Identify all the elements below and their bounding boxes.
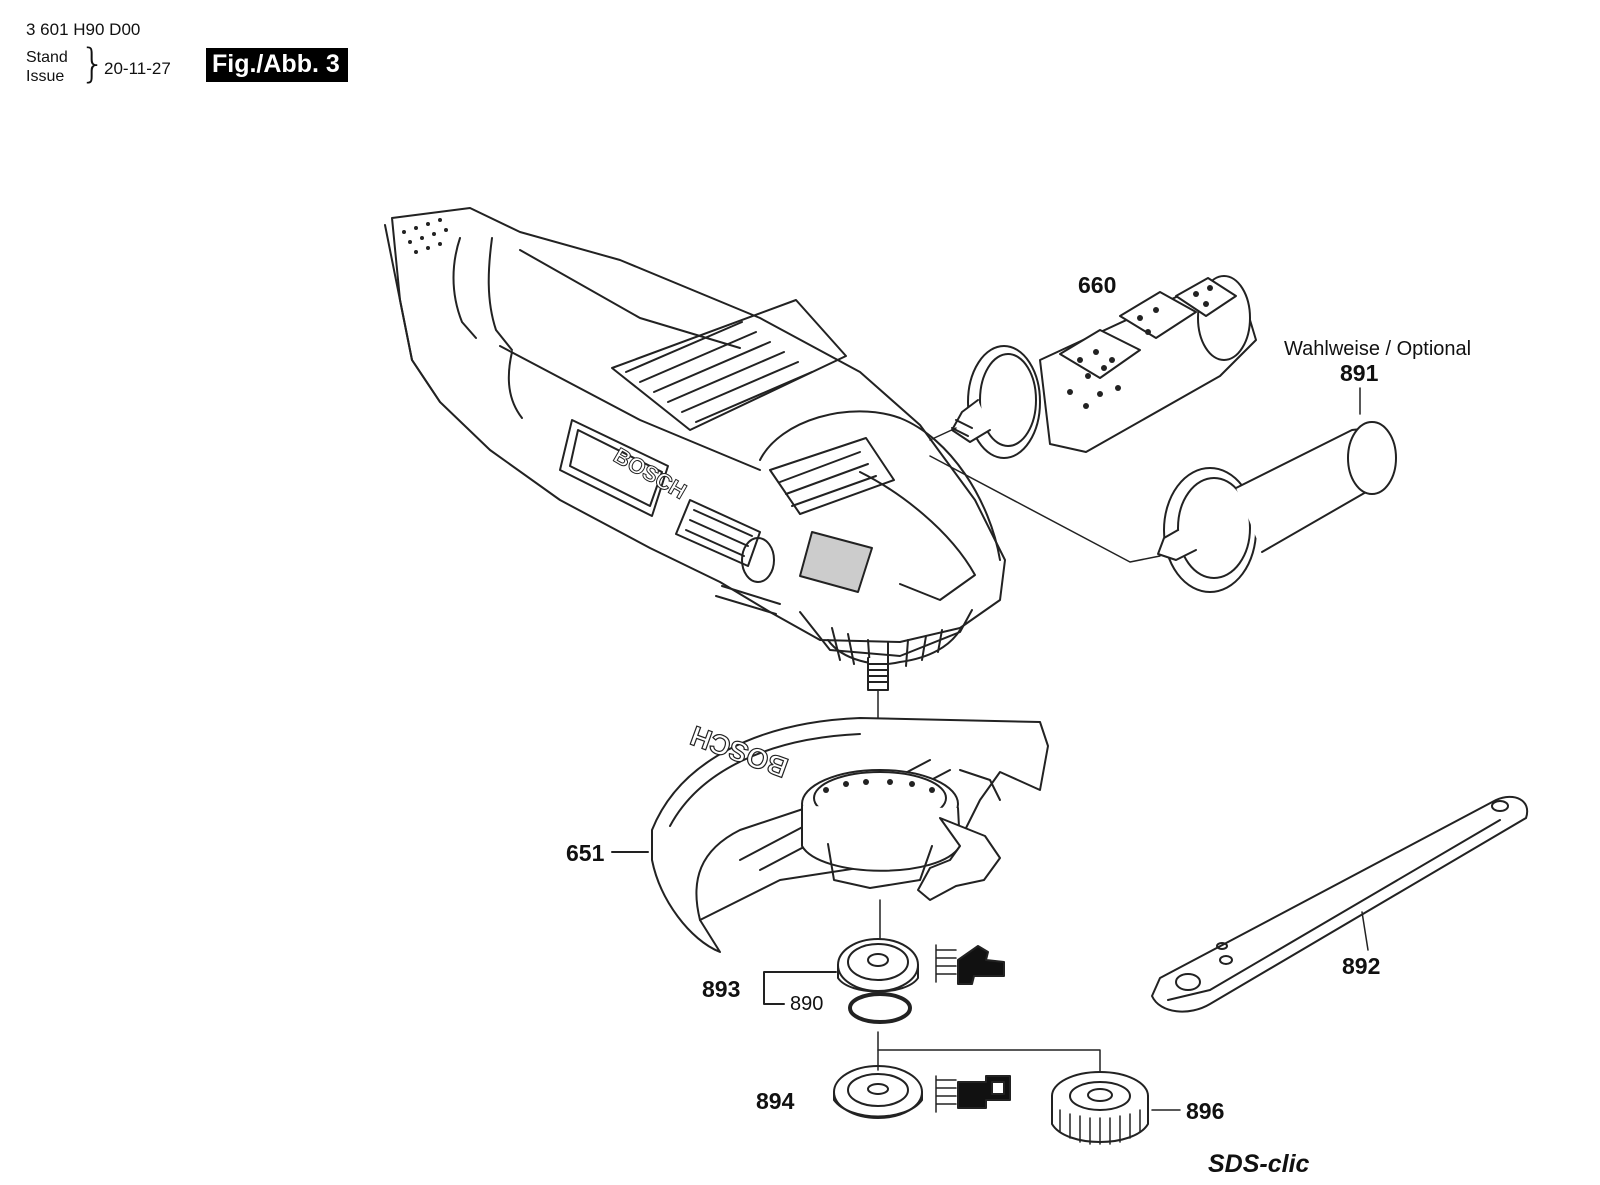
flange-894-profile-icon: [935, 1075, 1011, 1113]
stand-label: Stand: [26, 49, 68, 66]
bracket-893: [763, 971, 837, 991]
part-number-894: 894: [756, 1088, 795, 1114]
issue-label: Issue: [26, 68, 65, 85]
optional-note: Wahlweise / Optional: [1284, 338, 1472, 360]
angle-grinder-body: [384, 207, 1006, 669]
nut-896-drawing: [1051, 1071, 1181, 1145]
stand-issue-labels: Stand Issue: [26, 48, 68, 86]
spanner-892-drawing: [1151, 795, 1529, 1013]
guard-651-drawing: [651, 717, 1049, 953]
issue-date: 20-11-27: [104, 59, 171, 78]
sds-clic-mark: SDS-clic: [1208, 1150, 1310, 1178]
part-number-891: 891: [1340, 360, 1379, 386]
handle-891-drawing: [1157, 387, 1397, 593]
brace-glyph: }: [80, 41, 106, 87]
part-number-651: 651: [566, 840, 605, 866]
document-code: 3 601 H90 D00: [26, 20, 141, 39]
part-number-660: 660: [1078, 272, 1117, 298]
part-number-896: 896: [1186, 1098, 1225, 1124]
figure-label: Fig./Abb. 3: [206, 48, 348, 82]
part-number-893: 893: [702, 976, 741, 1002]
handle-660-drawing: [929, 275, 1257, 459]
flange-893-drawing: [837, 938, 919, 993]
o-ring-890-drawing: [848, 992, 912, 1024]
part-number-892: 892: [1342, 953, 1381, 979]
flange-893-profile-icon: [935, 944, 1005, 985]
part-number-890: 890: [790, 993, 824, 1015]
flange-894-drawing: [833, 1065, 923, 1119]
